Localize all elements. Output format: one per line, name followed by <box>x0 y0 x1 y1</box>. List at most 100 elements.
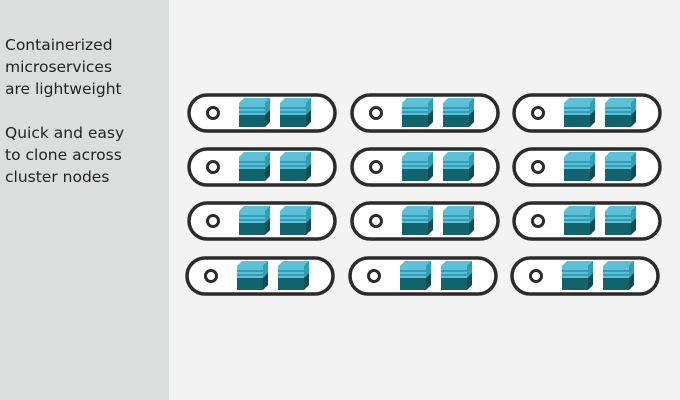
container-side-upper <box>469 206 474 223</box>
container-stripe <box>400 270 426 272</box>
container-top <box>605 206 636 211</box>
ring-icon <box>529 269 543 283</box>
container-side-upper <box>304 261 309 278</box>
container-stripe <box>605 161 631 163</box>
container-side-upper <box>629 261 634 278</box>
server-node-icon <box>512 147 662 187</box>
ring-icon <box>367 269 381 283</box>
cube-stack-icon <box>402 98 433 127</box>
container-stripe <box>564 107 590 109</box>
cube-stack-icon <box>564 206 595 235</box>
container-stripe <box>402 165 428 167</box>
server-node-icon <box>350 201 500 241</box>
container-stripe <box>443 219 469 221</box>
ring-icon <box>531 106 545 120</box>
container-top <box>564 152 595 157</box>
cube-stack-icon <box>237 261 268 290</box>
container-stripe <box>237 274 263 276</box>
container-side-upper <box>631 98 636 115</box>
container-top <box>562 261 593 266</box>
server-node-icon <box>187 147 337 187</box>
cube-stack-icon <box>443 152 474 181</box>
ring-icon <box>531 160 545 174</box>
container-stripe <box>564 161 590 163</box>
container-stripe <box>402 107 428 109</box>
caption-clone-across-nodes: Quick and easy to clone across cluster n… <box>5 124 125 186</box>
ring-icon <box>206 106 220 120</box>
container-side-upper <box>426 261 431 278</box>
cube-stack-icon <box>280 152 311 181</box>
container-stripe <box>564 219 590 221</box>
cube-stack-icon <box>605 152 636 181</box>
cube-stack-icon <box>605 206 636 235</box>
container-top <box>441 261 472 266</box>
container-side-upper <box>631 206 636 223</box>
ring-icon <box>369 160 383 174</box>
cube-stack-icon <box>562 261 593 290</box>
container-stripe <box>564 215 590 217</box>
container-side-upper <box>590 152 595 169</box>
container-stripe <box>605 107 631 109</box>
container-stripe <box>280 219 306 221</box>
container-top <box>443 98 474 103</box>
container-stripe <box>278 270 304 272</box>
container-stripe <box>239 219 265 221</box>
container-side-upper <box>265 98 270 115</box>
cube-stack-icon <box>239 206 270 235</box>
container-side-upper <box>590 98 595 115</box>
container-stripe <box>605 219 631 221</box>
container-stripe <box>402 161 428 163</box>
container-stripe <box>562 270 588 272</box>
container-stripe <box>443 107 469 109</box>
cube-stack-icon <box>278 261 309 290</box>
cluster-nodes-svg <box>185 93 662 296</box>
container-top <box>280 98 311 103</box>
container-top <box>564 98 595 103</box>
container-stripe <box>441 274 467 276</box>
container-stripe <box>280 165 306 167</box>
container-stripe <box>603 274 629 276</box>
container-top <box>605 98 636 103</box>
container-side-upper <box>631 152 636 169</box>
container-top <box>239 206 270 211</box>
container-side-upper <box>590 206 595 223</box>
container-top <box>237 261 268 266</box>
container-stripe <box>443 111 469 113</box>
container-stripe <box>443 161 469 163</box>
cube-stack-icon <box>239 152 270 181</box>
ring-icon <box>531 214 545 228</box>
container-stripe <box>239 165 265 167</box>
container-stripe <box>605 111 631 113</box>
container-side-upper <box>263 261 268 278</box>
container-stripe <box>443 165 469 167</box>
ring-icon <box>206 214 220 228</box>
container-stripe <box>237 270 263 272</box>
container-stripe <box>239 107 265 109</box>
container-top <box>280 152 311 157</box>
container-stripe <box>280 107 306 109</box>
container-top <box>603 261 634 266</box>
cube-stack-icon <box>443 98 474 127</box>
container-top <box>605 152 636 157</box>
caption-lightweight: Containerized microservices are lightwei… <box>5 36 122 98</box>
container-stripe <box>278 274 304 276</box>
container-stripe <box>239 161 265 163</box>
container-top <box>402 206 433 211</box>
container-stripe <box>562 274 588 276</box>
container-top <box>443 152 474 157</box>
ring-icon <box>206 160 220 174</box>
container-stripe <box>564 165 590 167</box>
server-node-icon <box>187 93 337 133</box>
container-top <box>402 152 433 157</box>
container-side-upper <box>469 98 474 115</box>
container-stripe <box>239 111 265 113</box>
container-side-upper <box>306 206 311 223</box>
container-stripe <box>239 215 265 217</box>
server-node-icon <box>510 256 660 296</box>
container-stripe <box>280 161 306 163</box>
cube-stack-icon <box>441 261 472 290</box>
server-node-icon <box>185 256 335 296</box>
text-sidebar: Containerized microservices are lightwei… <box>0 0 169 400</box>
container-top <box>280 206 311 211</box>
